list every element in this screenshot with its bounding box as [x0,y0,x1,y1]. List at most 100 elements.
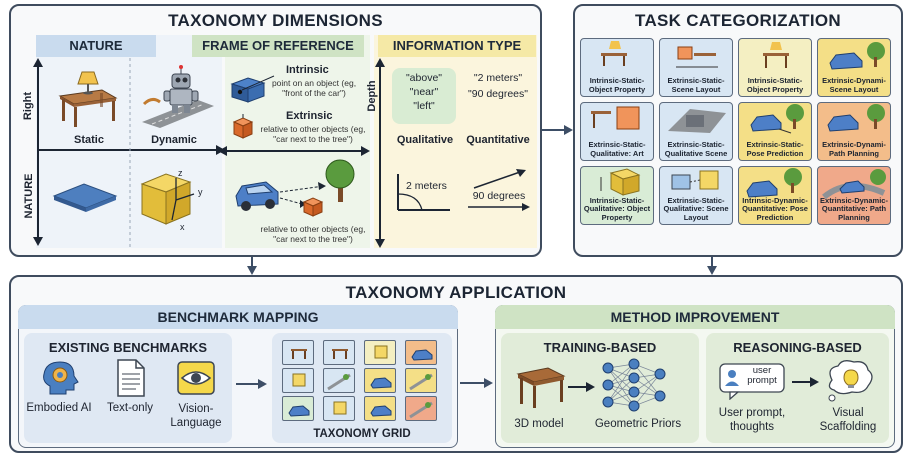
nature-header: NATURE [36,35,156,57]
benchmark-embodied-ai: Embodied AI [26,402,92,414]
geometric-priors-label: Geometric Priors [594,418,682,430]
task-cell: Extrinsic-Static-Qualitative Scene [659,102,733,161]
mini-grid-cell [364,368,396,393]
taxonomy-dimensions-title: TAXONOMY DIMENSIONS [168,11,383,30]
task-cell-illustration [676,46,718,68]
benchmark-vision-language: Vision-Language [170,403,222,429]
lightbulb-thought-icon [828,360,873,402]
mini-grid-cell [323,340,355,365]
extrinsic-description: relative to other objects (eg, "car next… [260,124,366,144]
mini-grid-glyph [332,349,348,359]
mini-grid-cell [323,396,355,421]
mini-grid-glyph [409,373,433,391]
qualitative-word-2: "near" [409,86,439,98]
extrinsic-title: Extrinsic [286,110,333,122]
document-icon [117,359,145,397]
qualitative-bubble [392,68,456,124]
qualitative-word-1: "above" [405,72,443,84]
task-categorization-title: TASK CATEGORIZATION [635,11,841,30]
static-label: Static [74,134,104,146]
dynamic-label: Dynamic [151,134,197,146]
axis-x-label: x [180,222,185,232]
training-based-title: TRAINING-BASED [543,340,657,355]
flat-tile-icon [52,183,118,212]
user-prompt-bubble-icon [719,363,785,400]
mapping-to-method-arrow [460,378,493,388]
head-gear-icon [43,361,79,395]
mini-grid-cell [405,396,437,421]
task-cell-illustration [600,168,641,196]
benchmarks-to-grid-arrow [236,379,267,389]
frame-axis-arrow [218,146,370,156]
user-prompt-thoughts-label: User prompt, thoughts [718,407,786,433]
task-cell: Extrinsic-Static-Qualitative: Art [580,102,654,161]
frame-bottom-description: relative to other objects (eg, "car next… [260,224,366,244]
taxonomy-grid-label: TAXONOMY GRID [313,428,411,440]
mini-grid-glyph [288,405,310,417]
mini-grid-glyph [292,373,306,387]
axis-z-label: z [178,168,183,178]
car-tree-scene-icon [235,159,355,217]
nature-column [36,35,222,248]
information-type-header: INFORMATION TYPE [378,35,536,57]
task-cell-illustration [746,168,802,198]
intrinsic-title: Intrinsic [286,64,329,76]
task-cell: Extrinsic-Dynami-Scene Layout [817,38,891,97]
cube-axes-icon [140,173,195,225]
task-cell: Extrinsic-Dynamic-Quantitative: Path Pla… [817,166,891,225]
qualitative-word-3: "left" [413,100,435,112]
quantitative-word-2: "90 degrees" [468,88,528,100]
mini-grid-glyph [370,377,392,389]
table-lamp-icon [58,71,118,127]
taxonomy-application-title: TAXONOMY APPLICATION [345,283,567,302]
3d-table-icon [516,367,566,408]
task-cell-illustration [763,42,789,68]
mini-grid-cell [323,368,355,393]
task-cell-label: Extrinsic-Dynamic-Quantitative: Path Pla… [820,195,888,222]
task-cell: Intrinsic-Static-Object Property [580,38,654,97]
task-cell: Intrinsic-Static-Qualitative: Object Pro… [580,166,654,225]
existing-benchmarks-title: EXISTING BENCHMARKS [48,340,208,355]
mini-grid-cell [364,396,396,421]
mini-grid-cell [282,396,314,421]
mini-grid-glyph [411,349,433,361]
measure-90-degrees: 90 degrees [472,190,526,202]
intrinsic-description: point on an object (eg, "front of the ca… [271,78,357,98]
task-cell-label: Extrinsic-Dynami-Path Planning [822,140,886,158]
task-cell-label: Intrinsic-Dynamic-Quantitative: Pose Pre… [742,195,808,222]
depth-axis-label: Depth [366,80,378,112]
benchmark-text-only: Text-only [106,402,154,414]
task-cell-label: Intrinsic-Static-Object Property [588,76,646,94]
reasoning-arrow [792,377,819,387]
task-cell-label: Extrinsic-Static-Qualitative: Art [588,140,646,158]
task-cell-illustration [668,109,726,133]
measurement-icon [397,174,450,211]
task-cell-illustration [601,41,627,66]
task-cell: Extrinsic-Static-Qualitative: Scene Layo… [659,166,733,225]
mini-grid-cell [405,368,437,393]
frame-of-reference-column [225,35,370,248]
mini-grid-cell [405,340,437,365]
task-cell-illustration [829,42,885,70]
benchmark-mapping-header: BENCHMARK MAPPING [18,305,458,329]
task-cell-illustration [671,170,719,190]
qualitative-label: Qualitative [396,134,454,146]
quantitative-label: Quantitative [466,134,530,146]
task-cell-label: Intrinsic-Static-Qualitative: Object Pro… [583,195,651,222]
quantitative-word-1: "2 meters" [473,72,523,84]
measure-2-meters: 2 meters [406,180,447,192]
method-improvement-header: METHOD IMPROVEMENT [495,305,895,329]
nature-axes [33,58,225,248]
dimensions-to-application-arrow [247,257,257,275]
user-prompt-bubble-text: user prompt [747,365,777,386]
mini-grid-cell [282,340,314,365]
task-cell-label: Extrinsic-Static-Scene Layout [667,76,725,94]
task-cell: Intrinsic-Static-Object Property [738,38,812,97]
mini-grid-cell [282,368,314,393]
task-cell-illustration [827,104,885,132]
angle-arrow-icon [473,169,526,189]
task-cell: Extrinsic-Static-Pose Prediction [738,102,812,161]
information-axis [375,58,385,248]
task-cell-label: Extrinsic-Static-Qualitative Scene [664,140,728,158]
robot-icon [142,65,214,128]
